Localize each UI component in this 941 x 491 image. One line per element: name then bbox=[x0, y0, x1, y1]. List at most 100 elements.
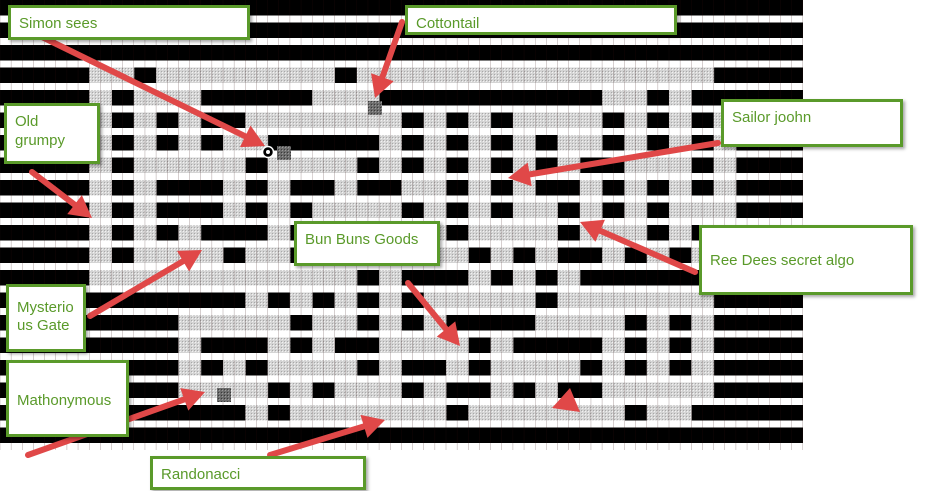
maze-path-cell bbox=[267, 315, 291, 331]
maze-path-cell bbox=[423, 135, 447, 151]
maze-path-cell bbox=[669, 405, 692, 421]
maze-path-cell bbox=[133, 157, 157, 173]
maze-path-cell bbox=[312, 337, 335, 353]
maze-path-cell bbox=[490, 405, 514, 421]
arrow-head bbox=[176, 250, 202, 272]
maze-path-cell bbox=[334, 382, 358, 398]
maze-path-cell bbox=[133, 225, 157, 241]
arrow-head bbox=[508, 162, 532, 187]
maze-path-cell bbox=[691, 315, 715, 331]
mathonymous-cell bbox=[217, 388, 231, 402]
maze-path-cell bbox=[602, 90, 625, 106]
maze-path-cell bbox=[133, 112, 157, 128]
maze-path-cell bbox=[267, 270, 291, 286]
maze-path-cell bbox=[379, 360, 402, 376]
maze-path-cell bbox=[468, 292, 492, 308]
maze-path-cell bbox=[289, 405, 313, 421]
maze-path-cell bbox=[423, 382, 447, 398]
maze-path-cell bbox=[535, 315, 558, 331]
maze-path-cell bbox=[579, 405, 603, 421]
maze-path-cell bbox=[178, 157, 202, 173]
maze-path-cell bbox=[646, 337, 670, 353]
maze-path-cell bbox=[624, 292, 648, 308]
maze-path-cell bbox=[379, 202, 402, 218]
maze-path-cell bbox=[468, 157, 492, 173]
maze-path-cell bbox=[624, 157, 648, 173]
arrow-head-standalone bbox=[552, 388, 580, 412]
maze-path-cell bbox=[312, 270, 335, 286]
maze-path-cell bbox=[512, 67, 536, 83]
maze-path-cell bbox=[312, 202, 335, 218]
maze-path-cell bbox=[602, 382, 625, 398]
maze-path-cell bbox=[178, 270, 202, 286]
maze-path-cell bbox=[535, 360, 558, 376]
maze-path-cell bbox=[579, 112, 603, 128]
maze-path-cell bbox=[312, 157, 335, 173]
maze-path-cell bbox=[334, 90, 358, 106]
maze-path-cell bbox=[200, 67, 224, 83]
maze-path-cell bbox=[334, 270, 358, 286]
maze-path-cell bbox=[624, 202, 648, 218]
maze-path-cell bbox=[490, 382, 514, 398]
maze-path-cell bbox=[691, 337, 715, 353]
maze-path-cell bbox=[334, 315, 358, 331]
maze-path-cell bbox=[379, 112, 402, 128]
maze-path-cell bbox=[423, 67, 447, 83]
maze-path-cell bbox=[468, 270, 492, 286]
maze-path-cell bbox=[624, 180, 648, 196]
maze-path-cell bbox=[512, 270, 536, 286]
maze-path-cell bbox=[713, 202, 737, 218]
maze-path-cell bbox=[713, 180, 737, 196]
maze-path-cell bbox=[334, 157, 358, 173]
maze-path-cell bbox=[512, 202, 536, 218]
maze-path-cell bbox=[156, 67, 179, 83]
maze-path-cell bbox=[446, 67, 469, 83]
maze-path-cell bbox=[223, 157, 246, 173]
maze-path-cell bbox=[602, 67, 625, 83]
arrow-bun-buns bbox=[405, 280, 460, 346]
maze-path-cell bbox=[646, 315, 670, 331]
maze-path-cell bbox=[223, 135, 246, 151]
maze-path-cell bbox=[490, 337, 514, 353]
maze-path-cell bbox=[334, 180, 358, 196]
maze-path-cell bbox=[468, 405, 492, 421]
maze-path-cell bbox=[267, 202, 291, 218]
maze-path-cell bbox=[535, 202, 558, 218]
maze-path-cell bbox=[401, 405, 425, 421]
maze-path-cell bbox=[423, 202, 447, 218]
maze-path-cell bbox=[535, 382, 558, 398]
maze-path-cell bbox=[468, 180, 492, 196]
maze-path-cell bbox=[512, 112, 536, 128]
maze-path-cell bbox=[602, 360, 625, 376]
label-cottontail: Cottontail bbox=[405, 5, 677, 35]
maze-path-cell bbox=[156, 157, 179, 173]
maze-path-cell bbox=[579, 292, 603, 308]
maze-path-cell bbox=[133, 202, 157, 218]
maze-path-cell bbox=[669, 67, 692, 83]
maze-path-cell bbox=[490, 292, 514, 308]
arrow-head bbox=[360, 414, 385, 438]
maze-path-cell bbox=[245, 382, 269, 398]
maze-path-cell bbox=[312, 405, 335, 421]
maze-path-cell bbox=[133, 135, 157, 151]
maze-path-cell bbox=[669, 225, 692, 241]
maze-path-cell bbox=[557, 360, 581, 376]
maze-path-cell bbox=[557, 135, 581, 151]
maze-path-cell bbox=[312, 90, 335, 106]
maze-path-cell bbox=[379, 382, 402, 398]
maze-path-cell bbox=[289, 67, 313, 83]
maze-path-cell bbox=[289, 112, 313, 128]
maze-path-cell bbox=[624, 135, 648, 151]
maze-path-cell bbox=[223, 202, 246, 218]
maze-path-cell bbox=[245, 405, 269, 421]
maze-path-cell bbox=[245, 247, 269, 263]
maze-path-cell bbox=[156, 247, 179, 263]
simon-marker-dot bbox=[266, 150, 270, 154]
maze-path-cell bbox=[535, 112, 558, 128]
maze-path-cell bbox=[379, 270, 402, 286]
arrow-sailor-joohn bbox=[508, 140, 721, 187]
maze-path-cell bbox=[579, 67, 603, 83]
maze-path-cell bbox=[289, 157, 313, 173]
maze-path-cell bbox=[624, 112, 648, 128]
